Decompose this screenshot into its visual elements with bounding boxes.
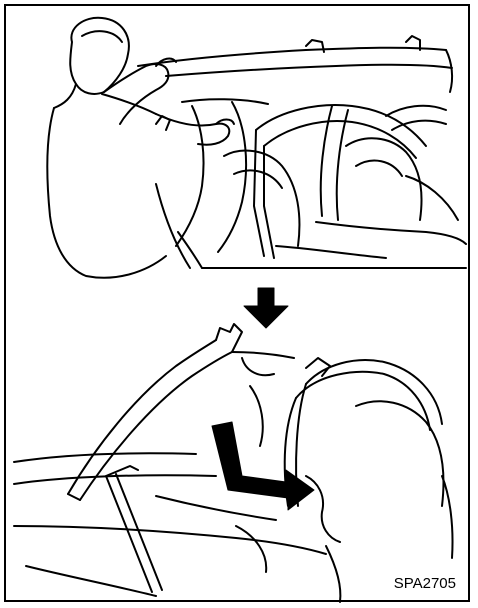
- roll-bar: [254, 105, 446, 258]
- car-body: [14, 453, 326, 596]
- illustration: [6, 6, 472, 604]
- figure-reference-code: SPA2705: [394, 575, 456, 592]
- down-arrow-icon: [244, 288, 288, 328]
- folded-cover: [68, 324, 294, 500]
- convertible-cover: [138, 36, 452, 252]
- diagram-frame: SPA2705: [4, 4, 470, 602]
- bottom-panel: [14, 324, 453, 602]
- seat: [306, 401, 453, 602]
- top-panel: [47, 18, 466, 278]
- roll-bar: [285, 358, 442, 506]
